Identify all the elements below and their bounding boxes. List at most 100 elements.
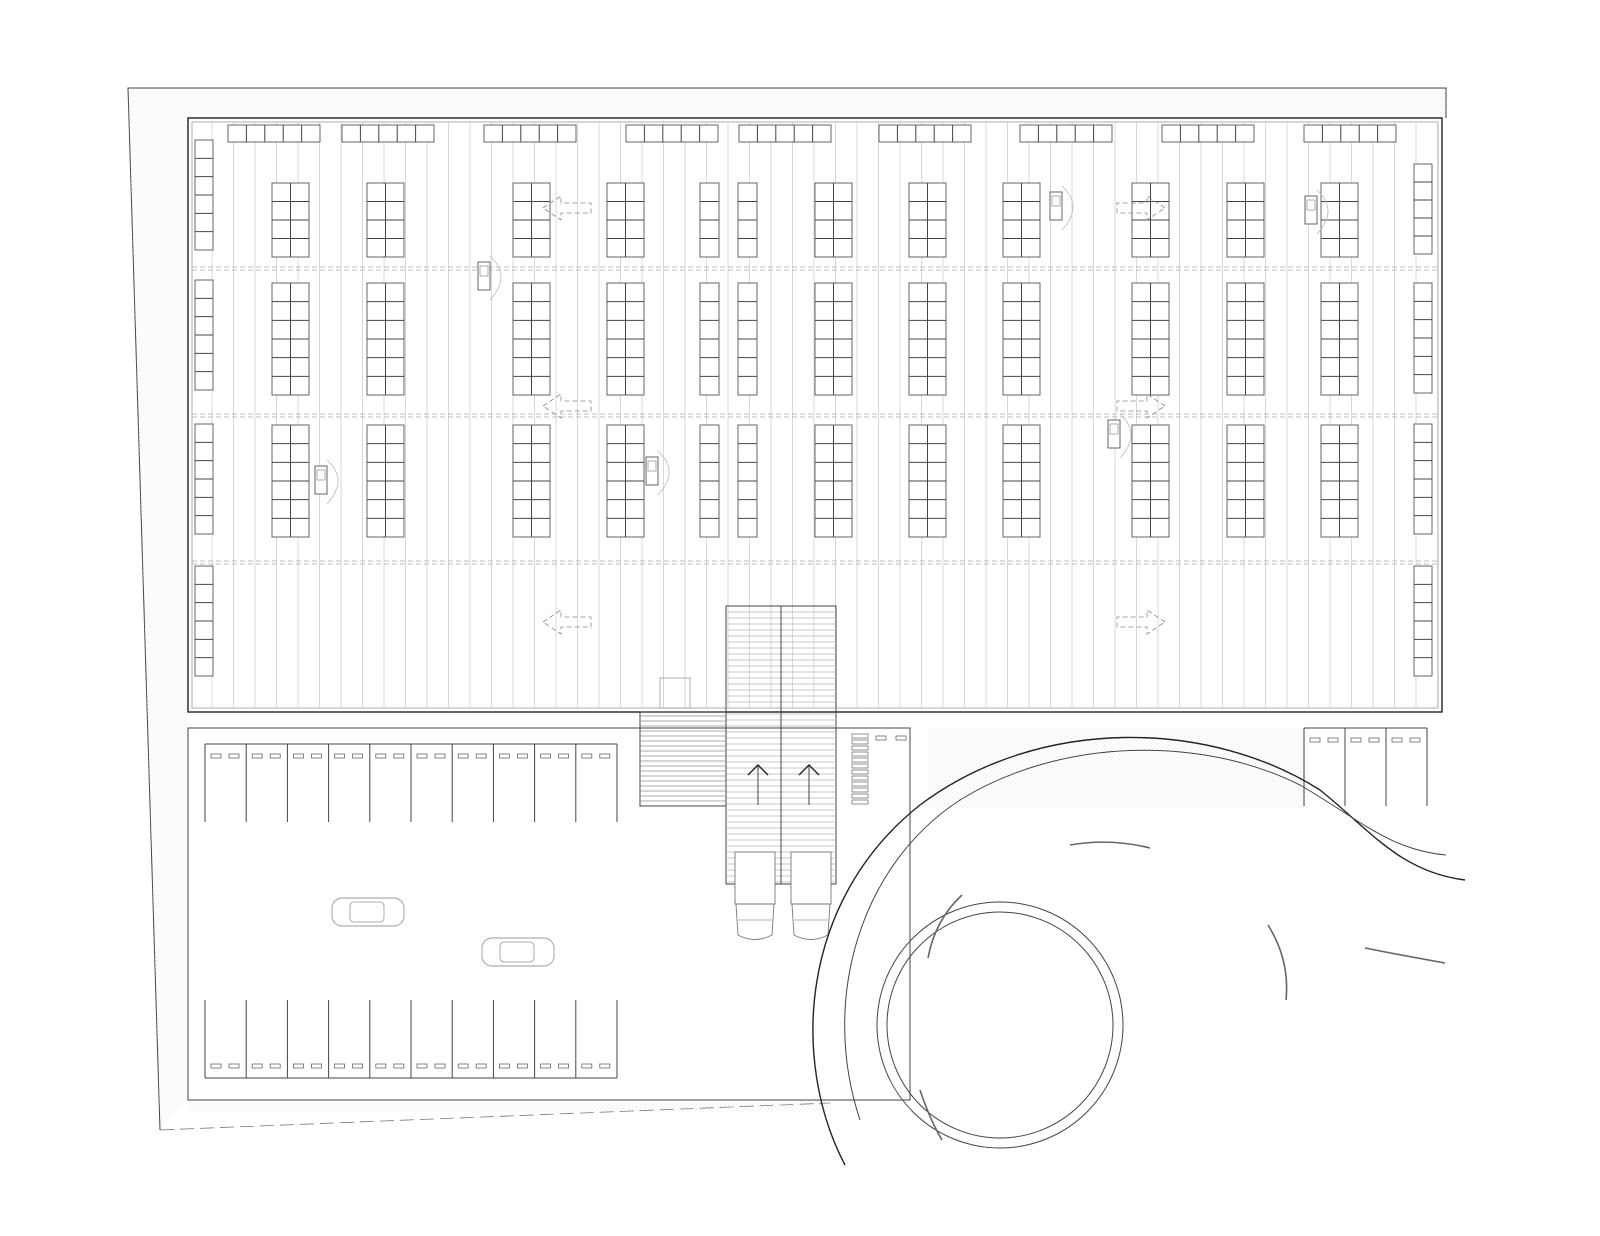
wheel-stop bbox=[517, 753, 528, 759]
wheel-stop bbox=[599, 753, 611, 759]
rack bbox=[512, 182, 551, 258]
rack bbox=[737, 282, 758, 396]
rack bbox=[1131, 282, 1170, 396]
car-1 bbox=[331, 897, 405, 927]
wall-rack bbox=[1413, 282, 1433, 394]
wheel-stop bbox=[334, 753, 346, 759]
wall-rack bbox=[194, 279, 214, 391]
rack bbox=[699, 282, 720, 396]
wall-rack bbox=[194, 139, 214, 251]
forklift-icon bbox=[314, 459, 339, 505]
rack bbox=[814, 282, 853, 396]
wheel-stop bbox=[375, 1063, 387, 1069]
dock-door bbox=[625, 124, 719, 143]
rack bbox=[366, 182, 405, 258]
wheel-stop bbox=[517, 1063, 528, 1069]
rack bbox=[366, 282, 405, 396]
rack bbox=[1131, 424, 1170, 538]
car-2 bbox=[481, 937, 555, 967]
rack bbox=[271, 182, 310, 258]
rack bbox=[908, 424, 947, 538]
rack bbox=[1002, 424, 1041, 538]
rack bbox=[908, 282, 947, 396]
arrow-right bbox=[1116, 195, 1166, 221]
dock-door bbox=[878, 124, 972, 143]
stair-step bbox=[851, 757, 869, 763]
rack bbox=[366, 424, 405, 538]
dock-door bbox=[738, 124, 832, 143]
wheel-stop bbox=[434, 1063, 446, 1069]
stair-step bbox=[851, 745, 869, 751]
side-racks bbox=[194, 139, 1433, 677]
wall-rack bbox=[1413, 423, 1433, 535]
wall-rack bbox=[194, 423, 214, 535]
wheel-stop bbox=[375, 753, 387, 759]
truck-right bbox=[790, 851, 832, 940]
rack bbox=[814, 424, 853, 538]
wheel-stop bbox=[540, 753, 551, 759]
stair-step bbox=[851, 769, 869, 775]
wheel-stop bbox=[434, 753, 446, 759]
rack bbox=[1002, 282, 1041, 396]
rack bbox=[606, 182, 645, 258]
stair-step bbox=[851, 739, 869, 745]
arrow-right bbox=[1116, 393, 1166, 419]
stair-step bbox=[851, 775, 869, 781]
stair-step bbox=[851, 751, 869, 757]
wheel-stop bbox=[416, 1063, 428, 1069]
parking-lot bbox=[187, 727, 1428, 1101]
rack bbox=[1320, 182, 1359, 258]
rack bbox=[1226, 424, 1265, 538]
wheel-stop bbox=[251, 753, 263, 759]
wall-rack bbox=[1413, 163, 1433, 255]
rack bbox=[1320, 282, 1359, 396]
forklifts bbox=[314, 185, 1329, 505]
wheel-stop bbox=[540, 1063, 551, 1069]
dock-door bbox=[1303, 124, 1397, 143]
wheel-stop bbox=[498, 753, 510, 759]
wheel-stop bbox=[457, 753, 469, 759]
rack bbox=[814, 182, 853, 258]
parking-row-right bbox=[1303, 727, 1428, 806]
rack bbox=[1226, 182, 1265, 258]
traffic-arrows bbox=[542, 195, 1166, 635]
parking-row-top bbox=[204, 743, 618, 822]
wheel-stop bbox=[1327, 737, 1339, 743]
stair-step bbox=[851, 793, 869, 799]
loading-ramp bbox=[639, 605, 837, 885]
dock-door bbox=[1019, 124, 1113, 143]
rack bbox=[1320, 424, 1359, 538]
dock-door bbox=[1161, 124, 1255, 143]
stair-step bbox=[851, 763, 869, 769]
stair-step bbox=[851, 733, 869, 739]
rack bbox=[606, 282, 645, 396]
wheel-stop bbox=[581, 1063, 593, 1069]
rack bbox=[606, 424, 645, 538]
parking-row-bottom bbox=[204, 1000, 618, 1079]
dock-doors-top bbox=[227, 124, 1397, 143]
rack bbox=[737, 182, 758, 258]
trucks bbox=[734, 851, 832, 940]
wheel-stop bbox=[1409, 737, 1421, 743]
cars bbox=[331, 897, 555, 967]
wheel-stop bbox=[292, 1063, 304, 1069]
rack bbox=[908, 182, 947, 258]
wheel-stop bbox=[310, 753, 322, 759]
wheel-stop bbox=[393, 753, 405, 759]
wheel-stop bbox=[210, 1063, 222, 1069]
wheel-stop bbox=[228, 753, 240, 759]
wheel-stop bbox=[269, 1063, 281, 1069]
dock-door bbox=[483, 124, 577, 143]
forklift-icon bbox=[1049, 185, 1074, 231]
wheel-stop bbox=[581, 753, 593, 759]
stair-step bbox=[851, 781, 869, 787]
rack bbox=[271, 282, 310, 396]
landscape-strips bbox=[128, 88, 1446, 1130]
wheel-stop bbox=[310, 1063, 322, 1069]
roundabout bbox=[812, 736, 1466, 1166]
wheel-stop bbox=[416, 753, 428, 759]
wheel-stop bbox=[1391, 737, 1403, 743]
rack bbox=[737, 424, 758, 538]
wheel-stop bbox=[599, 1063, 611, 1069]
